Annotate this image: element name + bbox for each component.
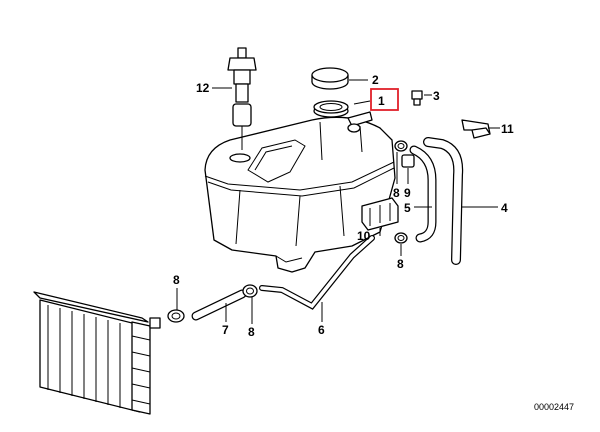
radiator: [33, 291, 161, 415]
hose-short: [409, 145, 437, 243]
callout-9: 9: [404, 186, 411, 200]
holder: [361, 197, 399, 231]
callout-labels: 12 2 1 3 11 8 9 5 4 10 8 8 7 8 6: [173, 73, 514, 339]
reference-number: 00002447: [534, 402, 574, 412]
level-sensor: [227, 47, 257, 150]
bracket: [461, 119, 491, 139]
callout-2: 2: [372, 73, 379, 87]
callout-12: 12: [196, 81, 210, 95]
hose-clamps-upper: [394, 140, 415, 244]
callout-10: 10: [357, 229, 371, 243]
hose-7: [191, 289, 247, 321]
highlight-box: [370, 88, 399, 111]
callout-3: 3: [433, 89, 440, 103]
tank-cap: [311, 67, 349, 90]
expansion-tank: [204, 100, 396, 273]
callout-1: 1: [378, 94, 385, 108]
pipe: [259, 235, 375, 310]
callout-7: 7: [222, 323, 229, 337]
callout-11: 11: [501, 122, 514, 136]
callout-5: 5: [404, 201, 411, 215]
callout-8-right: 8: [397, 257, 404, 271]
callout-8-upper: 8: [393, 186, 400, 200]
callout-6: 6: [318, 323, 325, 337]
callout-8-left: 8: [173, 273, 180, 287]
leader-lines: [176, 79, 500, 324]
bolt: [411, 90, 423, 106]
hose-clamps-lower: [167, 284, 258, 323]
hose-long: [423, 137, 464, 265]
callout-8-bottom: 8: [248, 325, 255, 339]
callout-4: 4: [501, 201, 508, 215]
